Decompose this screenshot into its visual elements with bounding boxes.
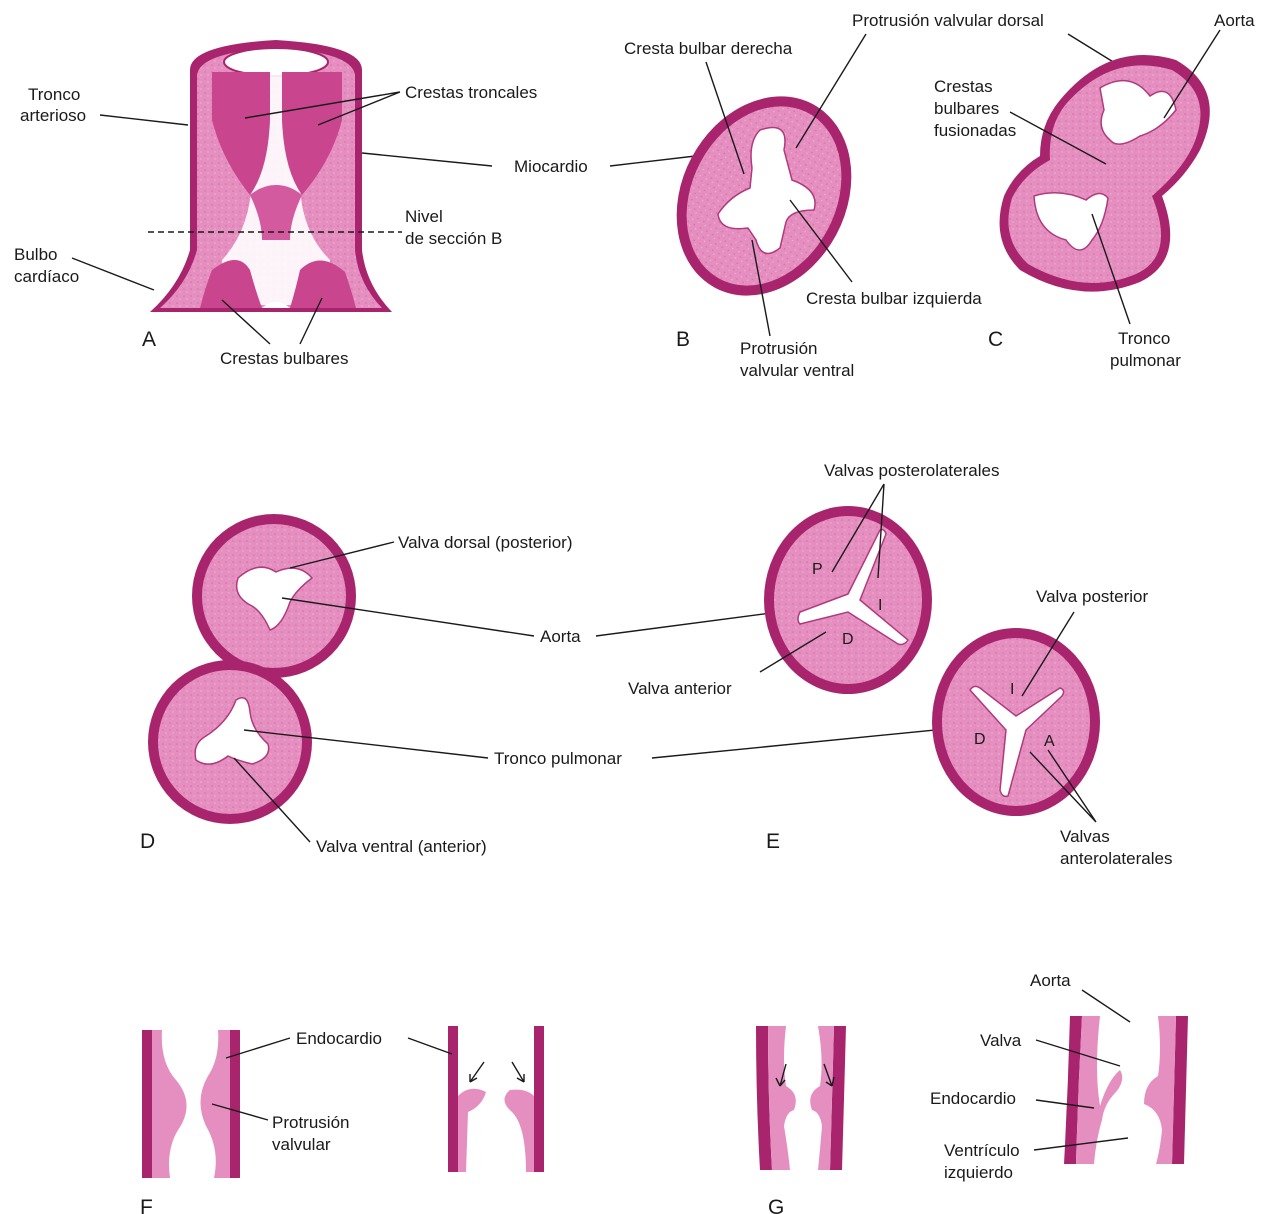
label-tronco-pulmonar-de: Tronco pulmonar bbox=[494, 749, 622, 768]
label-valva-ventral: Valva ventral (anterior) bbox=[316, 837, 487, 856]
label-valva-g: Valva bbox=[980, 1031, 1022, 1050]
label-protrusion-f: Protrusión bbox=[272, 1113, 349, 1132]
label-de-seccion-b: de sección B bbox=[405, 229, 502, 248]
label-cardiaco: cardíaco bbox=[14, 267, 79, 286]
label-crestas-troncales: Crestas troncales bbox=[405, 83, 537, 102]
label-arterioso: arterioso bbox=[20, 106, 86, 125]
label-aorta-c: Aorta bbox=[1214, 11, 1255, 30]
label-cresta-bulbar-derecha: Cresta bulbar derecha bbox=[624, 39, 793, 58]
label-protrusion: Protrusión bbox=[740, 339, 817, 358]
label-tronco-c: Tronco bbox=[1118, 329, 1170, 348]
cusp-d-pulm: D bbox=[974, 731, 986, 748]
panel-c-section bbox=[1000, 55, 1210, 292]
label-anterolaterales: anterolaterales bbox=[1060, 849, 1172, 868]
cusp-i-aorta: I bbox=[878, 597, 882, 614]
label-bulbares: bulbares bbox=[934, 99, 999, 118]
label-bulbo: Bulbo bbox=[14, 245, 57, 264]
label-nivel: Nivel bbox=[405, 207, 443, 226]
cusp-a-pulm: A bbox=[1044, 733, 1055, 750]
label-valva-dorsal: Valva dorsal (posterior) bbox=[398, 533, 572, 552]
panel-label-g: G bbox=[768, 1196, 784, 1214]
label-izquierdo: izquierdo bbox=[944, 1163, 1013, 1182]
label-valvular-f: valvular bbox=[272, 1135, 331, 1154]
panel-label-b: B bbox=[676, 328, 690, 351]
panel-label-f: F bbox=[140, 1196, 153, 1214]
label-endocardio-g: Endocardio bbox=[930, 1089, 1016, 1108]
label-miocardio: Miocardio bbox=[514, 157, 588, 176]
panel-label-c: C bbox=[988, 328, 1003, 351]
label-tronco: Tronco bbox=[28, 85, 80, 104]
panel-label-e: E bbox=[766, 830, 780, 853]
label-ventriculo: Ventrículo bbox=[944, 1141, 1020, 1160]
label-pulmonar-c: pulmonar bbox=[1110, 351, 1181, 370]
panel-label-a: A bbox=[142, 328, 156, 351]
label-valva-posterior: Valva posterior bbox=[1036, 587, 1148, 606]
label-aorta-de: Aorta bbox=[540, 627, 581, 646]
label-cresta-bulbar-izquierda: Cresta bulbar izquierda bbox=[806, 289, 982, 308]
label-crestas-bulbares: Crestas bulbares bbox=[220, 349, 349, 368]
panel-label-d: D bbox=[140, 830, 155, 853]
panel-e-sections bbox=[764, 506, 1100, 816]
label-endocardio-f: Endocardio bbox=[296, 1029, 382, 1048]
label-valvas: Valvas bbox=[1060, 827, 1110, 846]
cusp-i-pulm: I bbox=[1010, 681, 1014, 698]
label-crestas: Crestas bbox=[934, 77, 993, 96]
label-fusionadas: fusionadas bbox=[934, 121, 1016, 140]
panel-a-truncus-drawing bbox=[148, 40, 402, 312]
label-valva-anterior: Valva anterior bbox=[628, 679, 732, 698]
cusp-p: P bbox=[812, 561, 823, 578]
label-aorta-g: Aorta bbox=[1030, 971, 1071, 990]
panel-b-section bbox=[643, 66, 885, 327]
label-protrusion-valvular-dorsal: Protrusión valvular dorsal bbox=[852, 11, 1044, 30]
cusp-d-aorta: D bbox=[842, 631, 854, 648]
label-valvas-posterolaterales: Valvas posterolaterales bbox=[824, 461, 999, 480]
panel-f-drawings bbox=[142, 1026, 544, 1178]
label-valvular-ventral: valvular ventral bbox=[740, 361, 854, 380]
